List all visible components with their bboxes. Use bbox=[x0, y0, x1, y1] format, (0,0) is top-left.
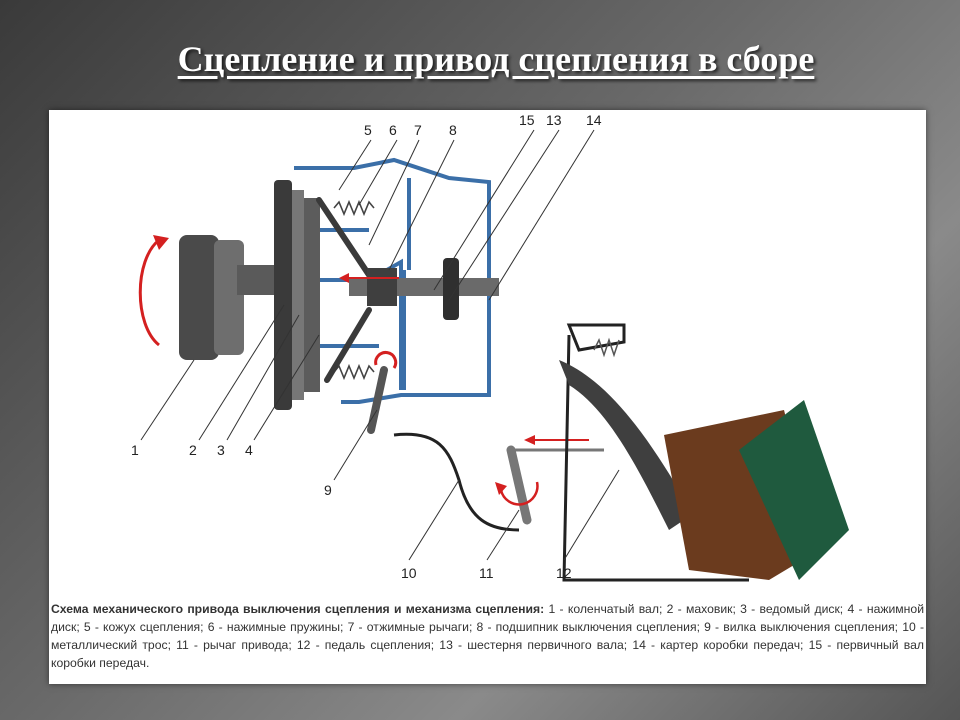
callout-1: 1 bbox=[131, 442, 139, 458]
callout-5: 5 bbox=[364, 122, 372, 138]
slide-title: Сцепление и привод сцепления в сборе bbox=[177, 39, 815, 79]
callout-6: 6 bbox=[389, 122, 397, 138]
flywheel bbox=[274, 180, 320, 410]
callout-11: 11 bbox=[479, 565, 494, 581]
crankshaft bbox=[179, 235, 307, 360]
callout-3: 3 bbox=[217, 442, 225, 458]
diagram-caption: Схема механического привода выключения с… bbox=[49, 600, 926, 672]
clutch-pedal bbox=[559, 323, 849, 582]
callout-15: 15 bbox=[519, 112, 535, 128]
red-direction-arrow-top bbox=[339, 273, 399, 283]
callout-13: 13 bbox=[546, 112, 562, 128]
callout-2: 2 bbox=[189, 442, 197, 458]
clutch-diagram: 1 2 3 4 5 6 7 8 9 10 11 12 13 14 15 bbox=[131, 112, 849, 582]
callout-8: 8 bbox=[449, 122, 457, 138]
rotation-arrow-crank bbox=[138, 235, 169, 347]
leader-lines bbox=[140, 129, 620, 561]
caption-heading: Схема механического привода выключения с… bbox=[51, 602, 545, 616]
callout-4: 4 bbox=[245, 442, 253, 458]
actuation-lever bbox=[495, 435, 604, 525]
release-fork bbox=[367, 350, 398, 434]
callout-12: 12 bbox=[556, 565, 572, 581]
release-levers bbox=[316, 197, 372, 383]
callout-7: 7 bbox=[414, 122, 422, 138]
pressure-springs bbox=[333, 199, 375, 381]
caption-text: 1 - коленчатый вал; 2 - маховик; 3 - вед… bbox=[51, 602, 925, 670]
input-shaft bbox=[349, 258, 499, 320]
callout-10: 10 bbox=[401, 565, 417, 581]
callout-9: 9 bbox=[324, 482, 332, 498]
callout-numbers: 1 2 3 4 5 6 7 8 9 10 11 12 13 14 15 bbox=[131, 112, 602, 581]
diagram-panel: 1 2 3 4 5 6 7 8 9 10 11 12 13 14 15 Схем… bbox=[49, 110, 926, 684]
callout-14: 14 bbox=[586, 112, 602, 128]
metal-cable bbox=[393, 432, 520, 532]
